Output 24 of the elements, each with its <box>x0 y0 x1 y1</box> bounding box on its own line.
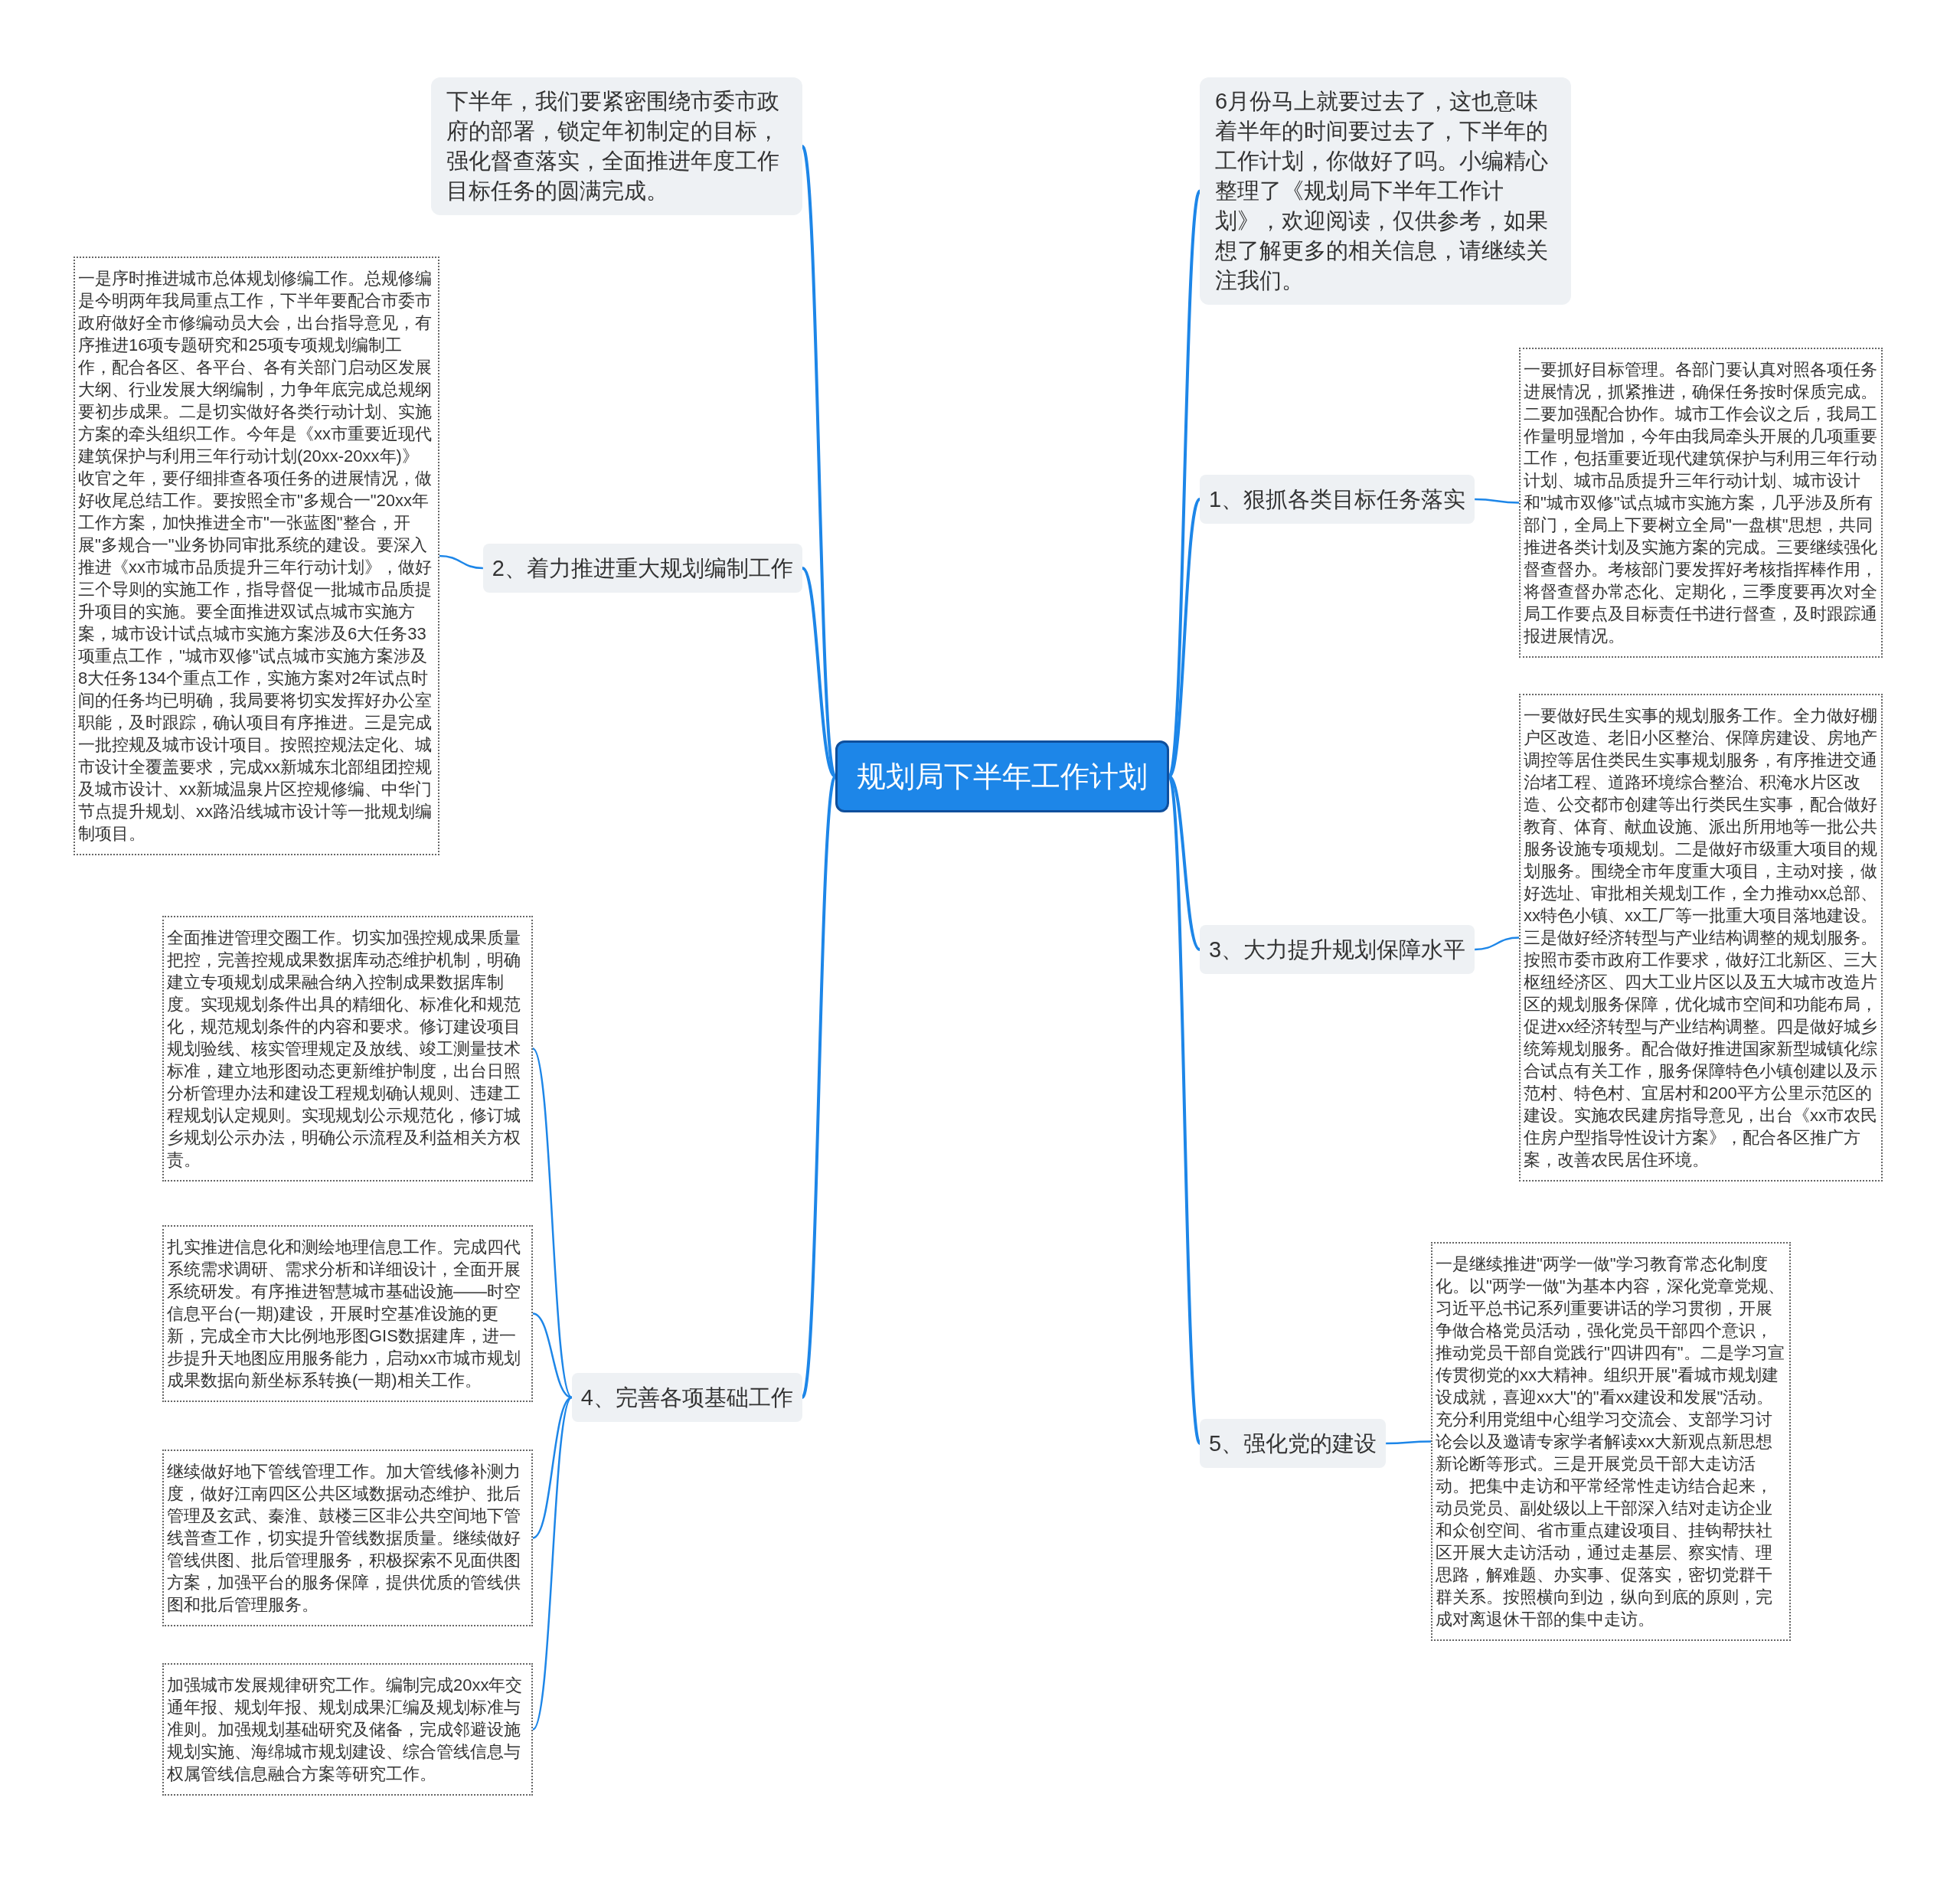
detail-box: 一要做好民生实事的规划服务工作。全力做好棚户区改造、老旧小区整治、保障房建设、房地产调控等居住类民生实事规划服务，有序推进交通治堵工程、道路环境综合整治、积淹水片区改造、公交都市创建等出行类民生实事，配合做好教育、体育、献血设施、派出所用地等一批公共服务设施专项规划。二是做好市级重大项目的规划服务。围绕全市年度重大项目，主动对接，做好选址、审批相关规划工作，全力推动xx总部、xx特色小镇、xx工厂等一批重大项目落地建设。三是做好经济转型与产业结构调整的规划服务。按照市委市政府工作要求，做好江北新区、三大枢纽经济区、四大工业片区以及五大城市改造片区的规划服务保障，优化城市空间和功能布局，促进xx经济转型与产业结构调整。四是做好城乡统筹规划服务。配合做好推进国家新型城镇化综合试点有关工作，服务保障特色小镇创建以及示范村、特色村、宜居村和200平方公里示范区的建设。实施农民建房指导意见，出台《xx市农民住房户型指导性设计方案》，配合各区推广方案，改善农民居住环境。 <box>1519 694 1883 1182</box>
branch-topic: 2、着力推进重大规划编制工作 <box>482 544 802 593</box>
note-box: 6月份马上就要过去了，这也意味着半年的时间要过去了，下半年的工作计划，你做好了吗。小编精心整理了《规划局下半年工作计划》，欢迎阅读，仅供参考，如果想了解更多的相关信息，请继续关注我们。 <box>1200 77 1571 305</box>
connector-line <box>1386 1440 1431 1445</box>
detail-box: 一要抓好目标管理。各部门要认真对照各项任务进展情况，抓紧推进，确保任务按时保质完成。二要加强配合协作。城市工作会议之后，我局工作量明显增加，今年由我局牵头开展的几项重要工作，包括重要近现代建筑保护与利用三年行动计划、城市品质提升三年行动计划、城市设计和"城市双修"试点城市实施方案，几乎涉及所有部门，全局上下要树立全局"一盘棋"思想，共同推进各类计划及实施方案的完成。三要继续强化督查督办。考核部门要发挥好考核指挥棒作用，将督查督办常态化、定期化，三季度要再次对全局工作要点及目标责任书进行督查，及时跟踪通报进展情况。 <box>1519 348 1883 658</box>
detail-box: 继续做好地下管线管理工作。加大管线修补测力度，做好江南四区公共区域数据动态维护、批后管理及玄武、秦淮、鼓楼三区非公共空间地下管线普查工作，切实提升管线数据质量。继续做好管线供图、批后管理服务，积极探索不见面供图方案，加强平台的服务保障，提供优质的管线供图和批后管理服务。 <box>162 1450 533 1626</box>
branch-topic: 3、大力提升规划保障水平 <box>1200 925 1475 974</box>
detail-box: 扎实推进信息化和测绘地理信息工作。完成四代系统需求调研、需求分析和详细设计，全面开展系统研发。有序推进智慧城市基础设施——时空信息平台(一期)建设，开展时空基准设施的更新，完成全市大比例地形图GIS数据建库，进一步提升天地图应用服务能力，启动xx市城市规划成果数据向新坐标系转换(一期)相关工作。 <box>162 1225 533 1402</box>
detail-box: 一是序时推进城市总体规划修编工作。总规修编是今明两年我局重点工作，下半年要配合市委市政府做好全市修编动员大会，出台指导意见，有序推进16项专题研究和25项专项规划编制工作，配合各区、各平台、各有关部门启动区发展大纲、行业发展大纲编制，力争年底完成总规纲要初步成果。二是切实做好各类行动计划、实施方案的牵头组织工作。今年是《xx市重要近现代建筑保护与利用三年行动计划(20xx-20xx年)》收官之年，要仔细排查各项任务的进展情况，做好收尾总结工作。要按照全市"多规合一"20xx年工作方案，加快推进全市"一张蓝图"整合，开展"多规合一"业务协同审批系统的建设。要深入推进《xx市城市品质提升三年行动计划》，做好三个导则的实施工作，指导督促一批城市品质提升项目的实施。要全面推进双试点城市实施方案，城市设计试点城市实施方案涉及6大任务33项重点工作，"城市双修"试点城市实施方案涉及8大任务134个重点工作，实施方案对2年试点时间的任务均已明确，我局要将切实发挥好办公室职能，及时跟踪，确认项目有序推进。三是完成一批控规及城市设计项目。按照控规法定化、城市设计全覆盖要求，完成xx新城东北部组团控规及城市设计、xx新城温泉片区控规修编、中华门节点提升规划、xx路沿线城市设计等一批规划编制项目。 <box>74 257 439 855</box>
connector-line <box>439 554 483 570</box>
detail-box: 一是继续推进"两学一做"学习教育常态化制度化。以"两学一做"为基本内容，深化党章党规、习近平总书记系列重要讲话的学习贯彻，开展争做合格党员活动，强化党员干部四个意识，推动党员干部自觉践行"四讲四有"。二是学习宣传贯彻党的xx大精神。组织开展"看城市规划建设成就，喜迎xx大"的"看xx建设和发展"活动。充分利用党组中心组学习交流会、支部学习讨论会以及邀请专家学者解读xx大新观点新思想新论断等形式。三是开展党员干部大走访活动。把集中走访和平常经常性走访结合起来，动员党员、副处级以上干部深入结对走访企业和众创空间、省市重点建设项目、挂钩帮扶社区开展大走访活动，通过走基层、察实情、理思路，解难题、办实事、促落实，密切党群干群关系。按照横向到边，纵向到底的原则，完成对离退休干部的集中走访。 <box>1431 1242 1791 1641</box>
connector-line <box>1475 936 1520 951</box>
connector-line <box>801 145 837 777</box>
connector-line <box>1168 776 1201 1444</box>
connector-line <box>532 1312 573 1399</box>
branch-topic: 5、强化党的建设 <box>1200 1419 1387 1468</box>
connector-line <box>801 776 837 1398</box>
detail-box: 全面推进管理交圈工作。切实加强控规成果质量把控，完善控规成果数据库动态维护机制，明确建立专项规划成果融合纳入控制成果数据库制度。实现规划条件出具的精细化、标准化和规范化，规范规划条件的内容和要求。修订建设项目规划验线、核实管理规定及放线、竣工测量技术标准，建立地形图动态更新维护制度，出台日照分析管理办法和建设工程规划确认规则、违建工程规划认定规则。实现规划公示规范化，修订城乡规划公示办法，明确公示流程及利益相关方权责。 <box>162 916 533 1182</box>
branch-topic: 1、狠抓各类目标任务落实 <box>1200 475 1475 524</box>
branch-topic: 4、完善各项基础工作 <box>571 1373 802 1422</box>
connector-line <box>1475 498 1519 504</box>
central-topic: 规划局下半年工作计划 <box>835 740 1169 812</box>
note-box: 下半年，我们要紧密围绕市委市政府的部署，锁定年初制定的目标，强化督查落实，全面推进年度工作目标任务的圆满完成。 <box>431 77 802 215</box>
detail-box: 加强城市发展规律研究工作。编制完成20xx年交通年报、规划年报、规划成果汇编及规划标准与准则。加强规划基础研究及储备，完成邻避设施规划实施、海绵城市规划建设、综合管线信息与权属管线信息融合方案等研究工作。 <box>162 1663 533 1796</box>
